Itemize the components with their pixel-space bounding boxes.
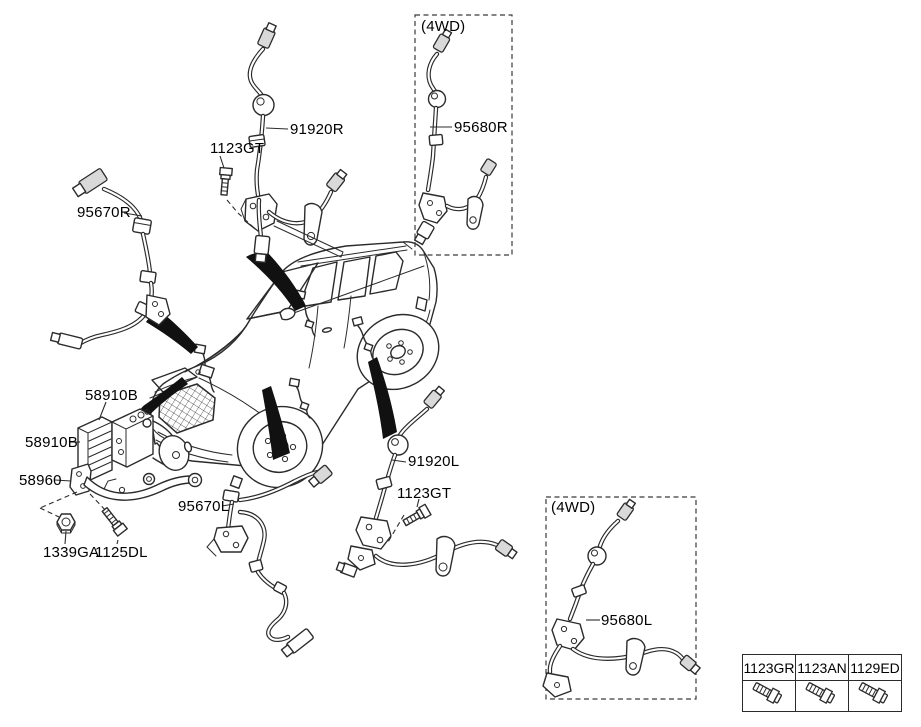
mounted-harness-rear-quarter — [351, 316, 375, 361]
sensor-95670L-drawing — [206, 464, 333, 658]
part-label-58960: 58960 — [19, 472, 62, 489]
fastener-table-header-row: 1123GR 1123AN 1129ED — [742, 654, 902, 681]
location-arrow — [246, 252, 306, 311]
fastener-table: 1123GR 1123AN 1129ED — [742, 654, 902, 712]
part-label-58910B-side: 58910B — [25, 434, 78, 451]
part-label-91920L: 91920L — [408, 453, 460, 470]
bolt-1123GT-bottom-drawing — [387, 503, 432, 543]
part-label-95670R: 95670R — [77, 204, 131, 221]
sensor-95670R-drawing — [49, 168, 171, 350]
bracket-58960-drawing — [39, 463, 203, 518]
leader-lines — [54, 126, 600, 621]
bolt-icon — [752, 682, 782, 704]
mounted-harness-front-fender — [193, 343, 215, 393]
part-label-95680L: 95680L — [601, 612, 653, 629]
part-label-91920R: 91920R — [290, 121, 344, 138]
sensor-91920L-drawing — [335, 385, 518, 578]
fastener-table-icon-row — [742, 680, 902, 712]
sensor-head — [280, 628, 314, 658]
awd-group-label-bottom: (4WD) — [551, 499, 596, 516]
sensor-91920R-drawing — [240, 22, 348, 264]
grommet — [427, 89, 447, 109]
fastener-part-number: 1129ED — [848, 654, 902, 681]
mounted-harness-rocker — [288, 377, 311, 419]
part-label-1123GT-bottom: 1123GT — [397, 485, 452, 502]
grommet — [252, 93, 275, 117]
part-label-95680R: 95680R — [454, 119, 508, 136]
grommet — [387, 434, 409, 456]
bolt-1125DL-drawing — [101, 506, 128, 537]
nut-1339GA-drawing — [56, 513, 76, 534]
sensor-head — [49, 331, 84, 350]
fastener-cell — [848, 680, 902, 712]
awd-group-box-top — [414, 14, 513, 256]
location-arrow — [368, 357, 397, 439]
sensor-95680L-drawing — [542, 498, 701, 698]
location-arrow — [137, 377, 188, 428]
fastener-cell — [795, 680, 849, 712]
bolt-1123GT-top-drawing — [219, 166, 254, 228]
grommet — [587, 546, 607, 566]
awd-group-label-top: (4WD) — [421, 18, 466, 35]
grille — [158, 383, 216, 434]
sensor-head — [253, 234, 271, 264]
bolt-icon — [805, 682, 835, 704]
fastener-cell — [742, 680, 796, 712]
location-arrow — [262, 386, 290, 460]
bolt-icon — [858, 682, 888, 704]
sensor-95680R-drawing — [413, 28, 497, 246]
sensor-head — [335, 561, 358, 578]
awd-group-box-bottom — [545, 496, 697, 700]
part-label-1339GA: 1339GA — [43, 544, 100, 561]
fastener-part-number: 1123GR — [742, 654, 796, 681]
part-label-1125DL: 1125DL — [95, 544, 148, 561]
sensor-head — [413, 220, 435, 246]
part-label-58910B-top: 58910B — [85, 387, 138, 404]
fastener-part-number: 1123AN — [795, 654, 849, 681]
part-label-95670L: 95670L — [178, 498, 230, 515]
pump-motor — [158, 435, 190, 471]
part-label-1123GT-top: 1123GT — [210, 140, 265, 157]
vehicle-illustration — [149, 241, 440, 489]
